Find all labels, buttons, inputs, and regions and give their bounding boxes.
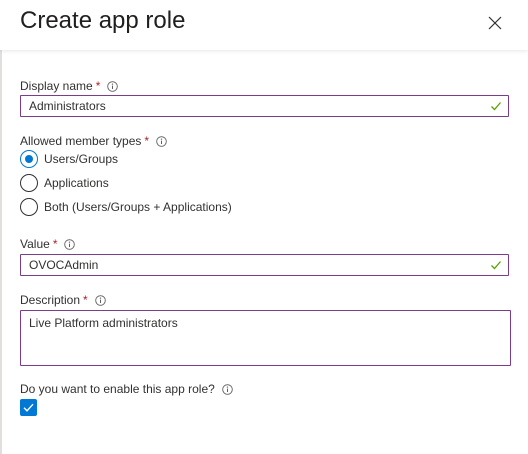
radio-button-selected[interactable] — [20, 150, 38, 168]
panel-left-border — [0, 0, 2, 454]
panel-header: Create app role — [0, 0, 528, 50]
info-icon[interactable] — [107, 80, 119, 92]
description-label-row: Description * — [20, 292, 106, 308]
display-name-label-row: Display name * — [20, 78, 119, 94]
enable-app-role-checkbox[interactable] — [20, 399, 37, 416]
radio-button[interactable] — [20, 174, 38, 192]
required-marker: * — [95, 79, 101, 93]
member-types-label: Allowed member types — [20, 134, 142, 148]
value-label: Value — [20, 237, 50, 251]
valid-check-icon — [491, 261, 501, 270]
description-field[interactable]: Live Platform administrators — [20, 310, 511, 366]
info-icon[interactable] — [94, 294, 106, 306]
checkmark-icon — [23, 403, 34, 412]
radio-button[interactable] — [20, 198, 38, 216]
description-textarea[interactable]: Live Platform administrators — [21, 311, 510, 365]
description-label: Description — [20, 293, 81, 307]
enable-label-row: Do you want to enable this app role? — [20, 381, 233, 397]
panel-title: Create app role — [20, 7, 186, 34]
member-types-label-row: Allowed member types * — [20, 133, 167, 149]
radio-label: Applications — [44, 176, 109, 190]
required-marker: * — [83, 293, 88, 307]
display-name-input[interactable] — [21, 96, 481, 116]
radio-users-groups[interactable]: Users/Groups — [20, 149, 118, 169]
radio-applications[interactable]: Applications — [20, 173, 109, 193]
display-name-label: Display name — [20, 79, 93, 93]
required-marker: * — [52, 237, 58, 251]
value-field[interactable] — [20, 254, 509, 276]
close-icon — [488, 16, 502, 30]
info-icon[interactable] — [156, 135, 167, 147]
radio-label: Users/Groups — [44, 152, 119, 166]
info-icon[interactable] — [64, 238, 76, 250]
radio-label: Both (Users/Groups + Applications) — [44, 200, 232, 214]
enable-label: Do you want to enable this app role? — [20, 382, 215, 396]
value-input[interactable] — [21, 255, 481, 275]
close-button[interactable] — [486, 14, 504, 32]
valid-check-icon — [491, 102, 501, 111]
info-icon[interactable] — [222, 383, 233, 395]
display-name-field[interactable] — [20, 95, 509, 117]
value-label-row: Value * — [20, 236, 76, 252]
required-marker: * — [144, 134, 150, 148]
radio-both[interactable]: Both (Users/Groups + Applications) — [20, 197, 232, 217]
